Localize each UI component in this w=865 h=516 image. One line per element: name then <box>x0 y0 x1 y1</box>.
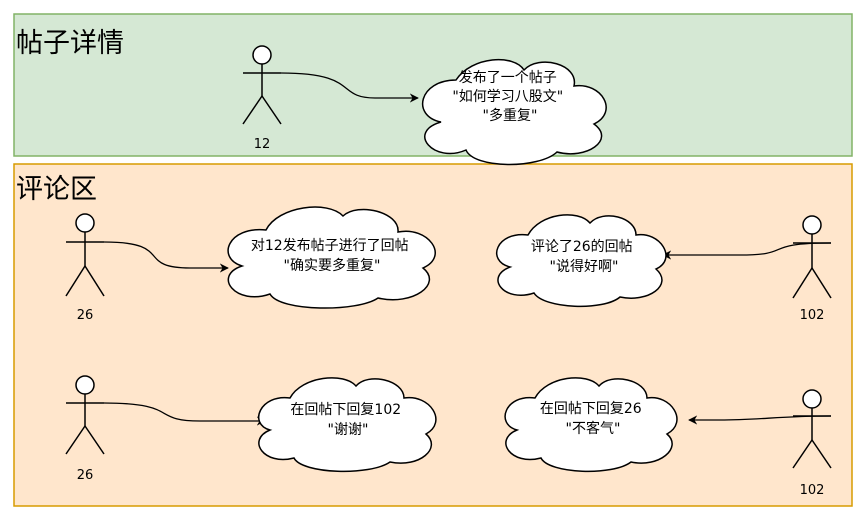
actor-26-reply-102: 26 <box>65 375 105 483</box>
connector-reply <box>103 241 229 273</box>
stick-figure-icon <box>242 45 282 125</box>
cloud-shape <box>504 377 678 473</box>
cloud-text: 评论了26的回帖 "说得好啊" <box>531 239 637 275</box>
comment-section-title: 评论区 <box>16 174 97 205</box>
connector-post <box>280 72 419 103</box>
connector-comment <box>662 242 832 260</box>
cloud-text: 发布了一个帖子 "如何学习八股文" "多重复" <box>452 70 567 124</box>
actor-label: 12 <box>254 137 271 152</box>
stick-figure-icon <box>65 213 105 297</box>
cloud-shape <box>227 206 436 309</box>
cloud-shape <box>496 214 667 308</box>
cloud-text: 对12发布帖子进行了回帖 "确实要多重复" <box>251 238 413 274</box>
cloud-text: 在回帖下回复26 "不客气" <box>540 400 646 437</box>
comment-section-box <box>13 163 853 507</box>
actor-26-reply: 26 <box>65 213 105 323</box>
connector-reply-26 <box>688 415 832 425</box>
cloud-post: 发布了一个帖子 "如何学习八股文" "多重复" <box>422 58 607 166</box>
cloud-shape <box>258 377 437 473</box>
cloud-text: 在回帖下回复102 "谢谢" <box>290 401 405 438</box>
actor-label: 26 <box>77 308 94 323</box>
connector-reply-102 <box>103 402 266 426</box>
cloud-reply: 对12发布帖子进行了回帖 "确实要多重复" <box>227 206 436 309</box>
actor-label: 102 <box>800 308 825 323</box>
cloud-reply-26: 在回帖下回复26 "不客气" <box>504 377 678 473</box>
cloud-shape <box>422 58 607 166</box>
actor-12: 12 <box>242 45 282 152</box>
actor-102-comment: 102 <box>792 215 832 323</box>
cloud-reply-102: 在回帖下回复102 "谢谢" <box>258 377 437 473</box>
post-section-title: 帖子详情 <box>16 28 124 59</box>
stick-figure-icon <box>65 375 105 455</box>
actor-label: 26 <box>77 468 94 483</box>
comment-section: 评论区 <box>13 163 853 507</box>
actor-label: 102 <box>800 483 825 498</box>
cloud-comment: 评论了26的回帖 "说得好啊" <box>496 214 667 308</box>
